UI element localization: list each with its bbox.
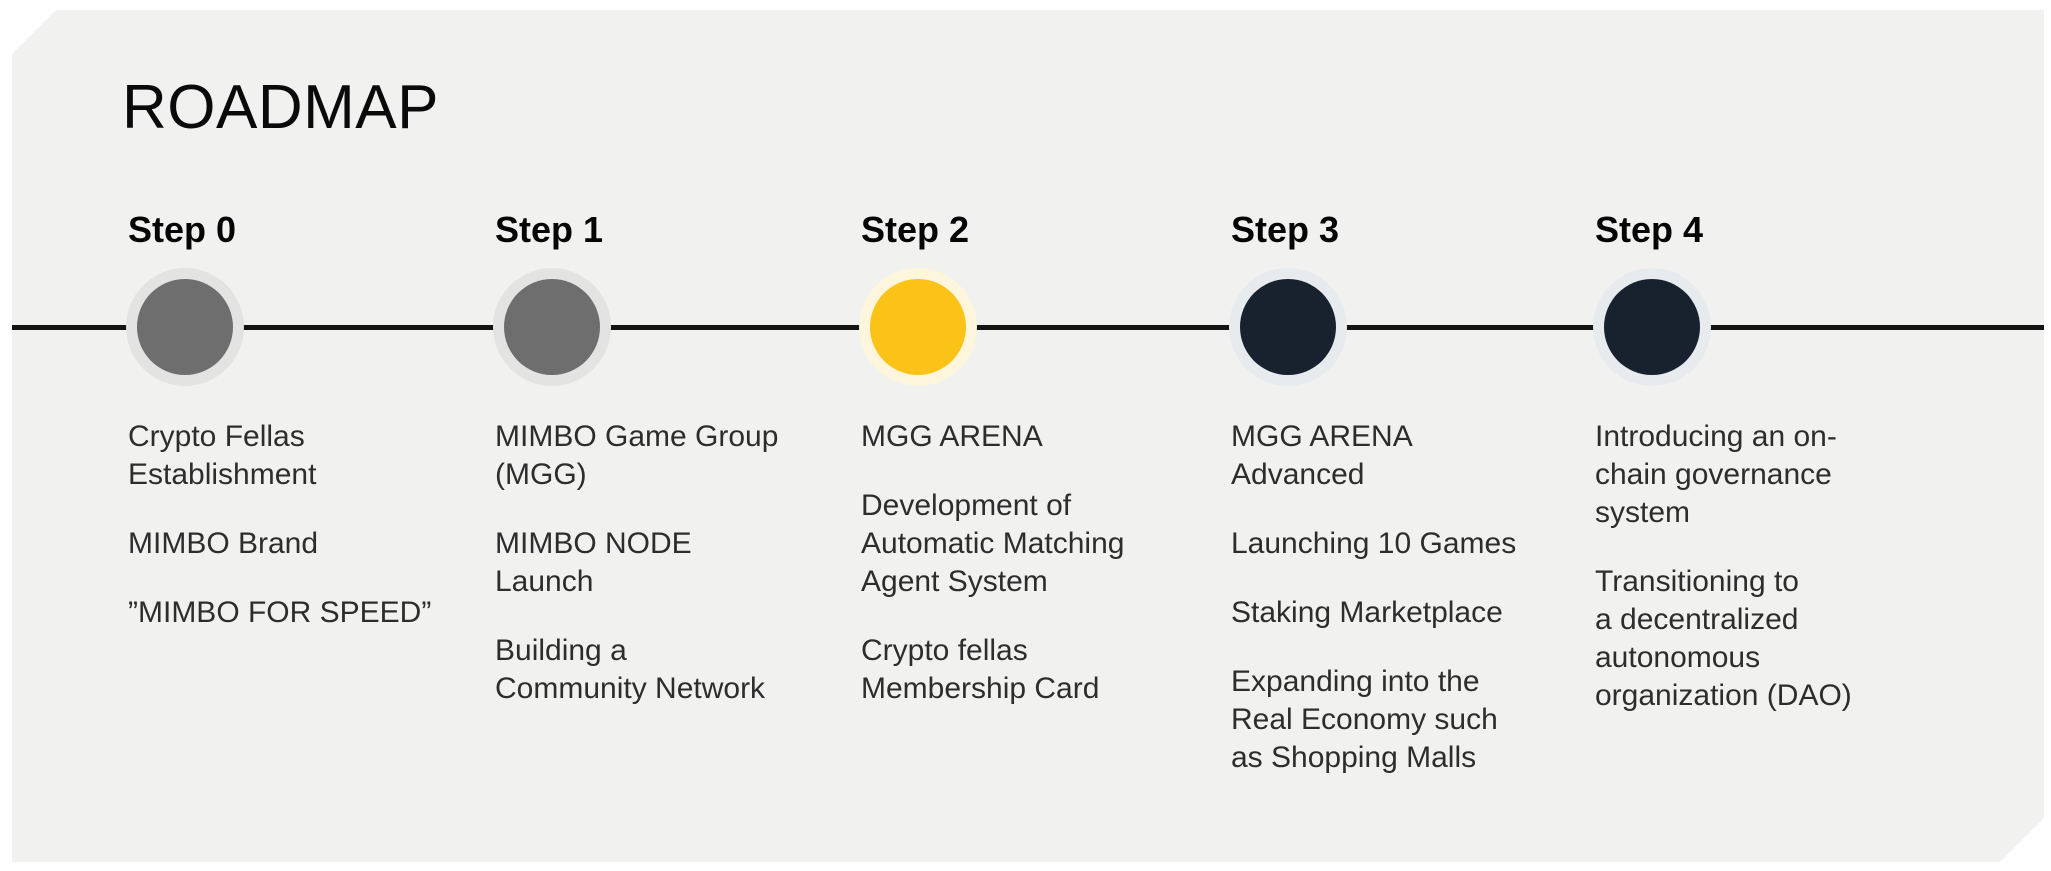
page-title: ROADMAP	[122, 73, 439, 142]
step-item: Crypto Fellas Establishment	[128, 420, 317, 491]
step-item: Development of Automatic Matching Agent …	[861, 489, 1125, 598]
step-item: Launching 10 Games	[1231, 527, 1517, 560]
step-item: MGG ARENA Advanced	[1231, 420, 1413, 491]
step-item: Expanding into the Real Economy such as …	[1231, 665, 1498, 774]
step-item: MGG ARENA	[861, 420, 1043, 453]
milestone-dot-core	[504, 279, 600, 375]
milestone-dot-step-0	[126, 268, 244, 386]
step-label: Step 0	[128, 209, 237, 250]
step-item: Staking Marketplace	[1231, 596, 1503, 629]
step-item: ”MIMBO FOR SPEED”	[128, 596, 432, 629]
milestone-dot-core	[137, 279, 233, 375]
step-items: MGG ARENA Development of Automatic Matchi…	[861, 418, 1206, 739]
step-items: Introducing an on- chain governance syst…	[1595, 418, 1940, 746]
step-item: Introducing an on- chain governance syst…	[1595, 420, 1837, 529]
roadmap-card	[12, 10, 2044, 862]
milestone-dot-core	[1604, 279, 1700, 375]
milestone-dot-step-3	[1229, 268, 1347, 386]
milestone-dot-step-1	[493, 268, 611, 386]
timeline-line	[12, 325, 2044, 330]
step-item: MIMBO NODE Launch	[495, 527, 692, 598]
step-label: Step 4	[1595, 209, 1704, 250]
step-item: Building a Community Network	[495, 634, 766, 705]
step-label: Step 2	[861, 209, 970, 250]
step-label: Step 1	[495, 209, 604, 250]
step-item: MIMBO Game Group (MGG)	[495, 420, 779, 491]
milestone-dot-core	[870, 279, 966, 375]
step-item: Crypto fellas Membership Card	[861, 634, 1100, 705]
step-label: Step 3	[1231, 209, 1340, 250]
milestone-dot-core	[1240, 279, 1336, 375]
milestone-dot-step-2	[859, 268, 977, 386]
milestone-dot-step-4	[1593, 268, 1711, 386]
step-item: Transitioning to a decentralized autonom…	[1595, 565, 1852, 712]
step-item: MIMBO Brand	[128, 527, 319, 560]
